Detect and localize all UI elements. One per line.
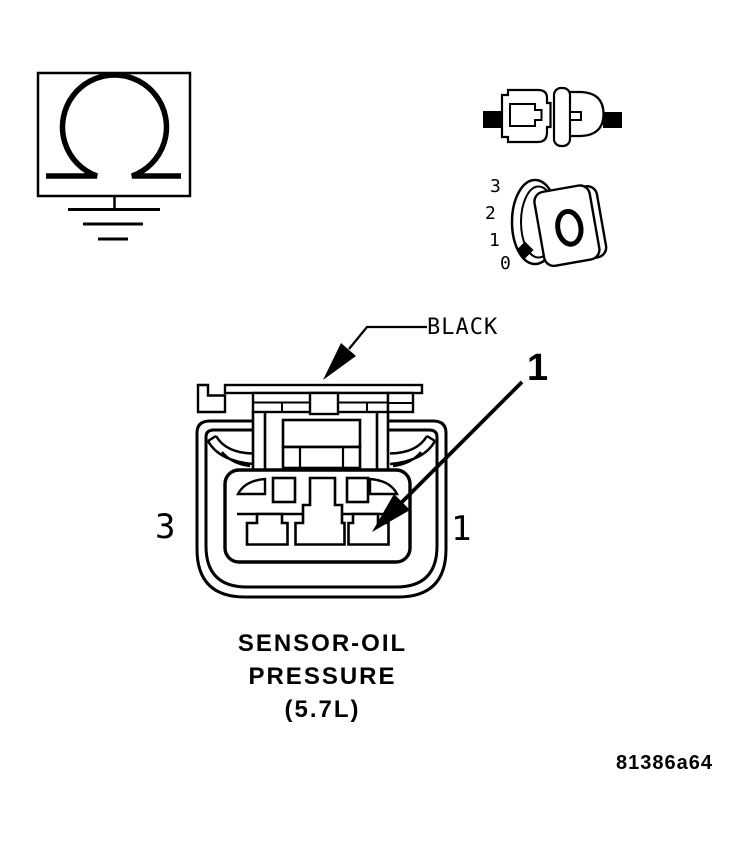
caption-line-1: SENSOR-OIL xyxy=(237,630,408,657)
seal-flange-right xyxy=(389,434,437,468)
ground-symbol-drawing xyxy=(36,71,192,241)
female-connector-flange xyxy=(552,86,572,148)
callout-line xyxy=(398,380,524,506)
black-color-label: BLACK xyxy=(427,315,499,340)
trunk-lower-band xyxy=(281,445,362,470)
index-slot-right xyxy=(345,476,370,504)
gauge-index-diamond xyxy=(516,241,534,259)
gauge-scale-labels: 3 2 1 0 xyxy=(485,176,511,274)
housing-inner-outline xyxy=(204,428,439,589)
male-terminal-slot xyxy=(509,103,543,127)
gauge-scale-0: 0 xyxy=(500,253,511,274)
black-leader-line xyxy=(348,325,427,350)
wire-stub-right xyxy=(603,112,622,128)
connector-mating-icon xyxy=(483,86,622,148)
connector-latch xyxy=(196,383,424,416)
latch-hook-left xyxy=(196,383,227,414)
cavity-1-arrow xyxy=(372,380,524,532)
connector-face-drawing xyxy=(195,325,524,599)
pin-1-label: 1 xyxy=(451,509,472,549)
omega-element xyxy=(46,72,181,179)
connector-pair-drawing xyxy=(483,86,622,148)
trunk-window xyxy=(281,418,362,449)
terminal-cavity-2 xyxy=(294,476,346,546)
part-code: 81386a64 xyxy=(616,752,713,774)
terminal-gauge-icon: 3 2 1 0 xyxy=(485,176,608,274)
terminal-cavity-3 xyxy=(245,512,289,546)
latch-top-bar xyxy=(223,383,424,395)
connector-housing xyxy=(195,419,448,599)
latch-center-tab xyxy=(308,391,340,416)
callout-arrowhead xyxy=(372,494,410,532)
black-wire-arrow xyxy=(323,325,427,380)
keyway-wedge-right xyxy=(368,477,399,496)
gauge-scale-3: 3 xyxy=(490,176,501,197)
seal-flanges xyxy=(206,434,437,468)
housing-outer-outline xyxy=(195,419,448,599)
black-arrowhead xyxy=(323,343,356,380)
gauge-key-plug xyxy=(533,184,608,268)
gauge-drawing xyxy=(510,178,608,268)
connector-trunk xyxy=(251,411,390,470)
figure-caption: SENSOR-OIL PRESSURE (5.7L) xyxy=(180,627,465,726)
female-terminal-slot xyxy=(569,111,582,121)
keyway-wedge-left xyxy=(236,477,267,496)
index-slot-left xyxy=(271,476,297,504)
wire-stub-left xyxy=(483,111,502,128)
chassis-ground-icon xyxy=(36,71,192,241)
gauge-scale-1: 1 xyxy=(489,230,500,251)
pin-3-label: 3 xyxy=(155,507,176,547)
seal-flange-left xyxy=(206,434,254,468)
caption-line-3: (5.7L) xyxy=(284,696,361,723)
terminal-block xyxy=(223,468,412,564)
cavity-1-callout: 1 xyxy=(527,347,549,389)
key-plug-oval-hole xyxy=(555,208,584,247)
gauge-scale-2: 2 xyxy=(485,203,496,224)
caption-line-2: PRESSURE xyxy=(248,663,397,690)
